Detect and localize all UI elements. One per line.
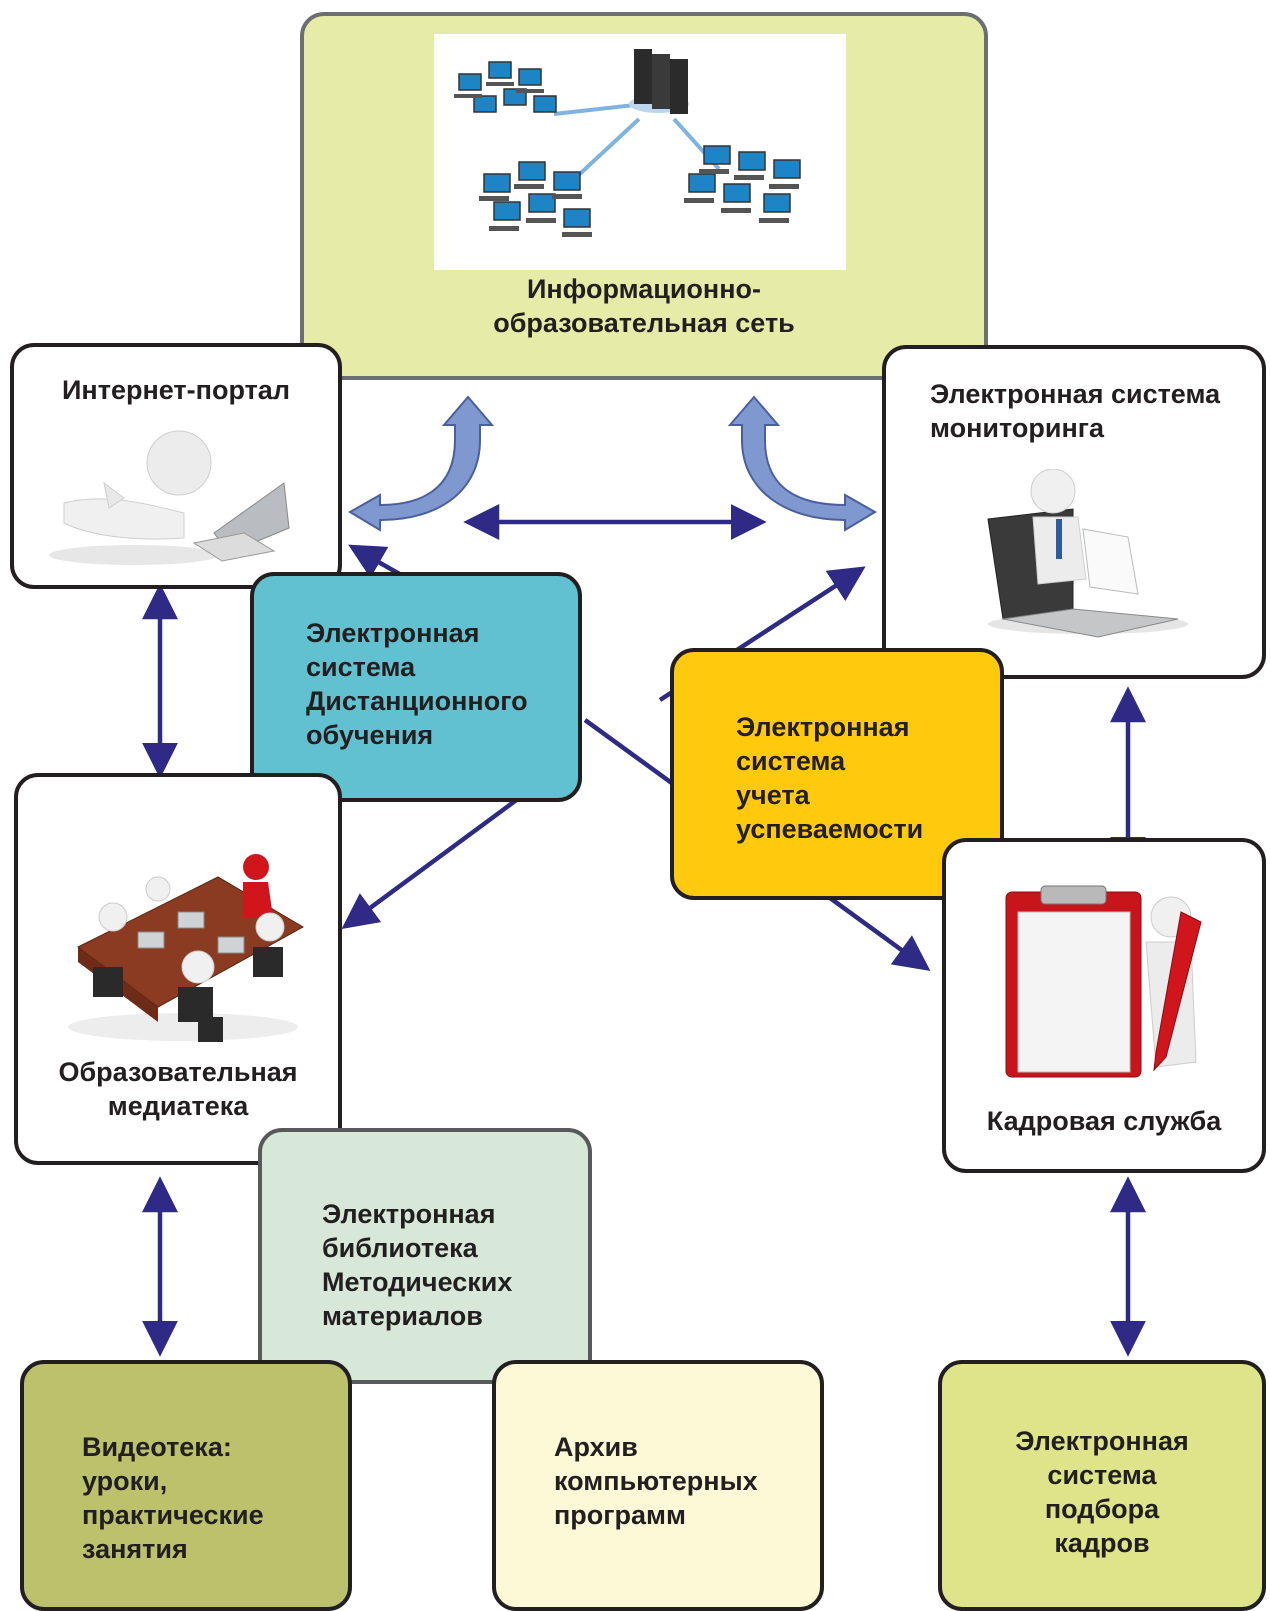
person-with-laptop-icon <box>49 430 290 565</box>
network-title: Информационно- образовательная сеть <box>493 274 795 338</box>
mediateka-title: Образовательная медиатека <box>58 1057 298 1121</box>
distance-box: Электронная система Дистанционного обуче… <box>250 572 582 802</box>
mediateka-box: Образовательная медиатека <box>14 773 342 1165</box>
selection-title: Электронная система подбора кадров <box>1015 1426 1189 1558</box>
library-box: Электронная библиотека Методических мате… <box>258 1128 592 1384</box>
portal-box: Интернет-портал <box>10 343 342 589</box>
portal-title: Интернет-портал <box>62 375 290 405</box>
library-title: Электронная библиотека Методических мате… <box>322 1199 513 1331</box>
monitoring-box: Электронная система мониторинга <box>882 345 1266 679</box>
hr-box: Кадровая служба <box>942 838 1266 1173</box>
distance-title: Электронная система Дистанционного обуче… <box>306 618 528 750</box>
hr-title: Кадровая служба <box>986 1106 1222 1136</box>
archive-box: Архив компьютерных программ <box>492 1360 824 1611</box>
curved-arrow-network-portal <box>348 395 495 532</box>
network-box: Информационно- образовательная сеть <box>300 12 988 380</box>
meeting-table-icon <box>68 854 305 1042</box>
selection-box: Электронная система подбора кадров <box>938 1360 1266 1611</box>
computer-network-icon <box>434 34 846 270</box>
video-title: Видеотека: уроки, практические занятия <box>82 1432 264 1564</box>
person-with-document-laptop-icon <box>987 469 1188 638</box>
video-box: Видеотека: уроки, практические занятия <box>20 1360 352 1611</box>
arrow-grades-to-mediateka <box>341 788 532 930</box>
grades-title: Электронная система учета успеваемости <box>736 712 924 844</box>
monitoring-title: Электронная система мониторинга <box>930 379 1221 443</box>
archive-title: Архив компьютерных программ <box>554 1432 758 1530</box>
curved-arrow-network-monitoring <box>727 395 877 532</box>
clipboard-and-pen-icon <box>1005 885 1202 1078</box>
